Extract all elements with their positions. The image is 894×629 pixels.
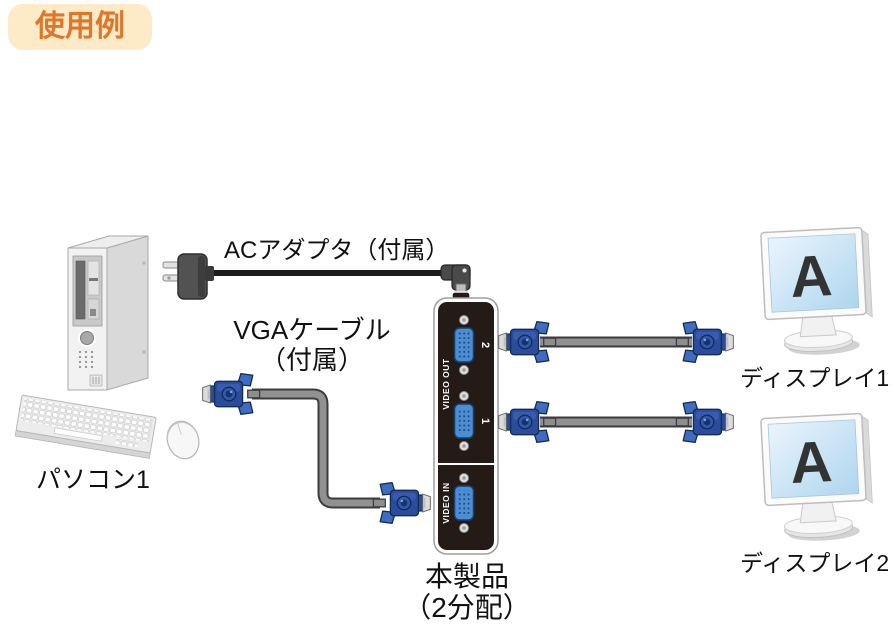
vga-cable-to-display-1 xyxy=(498,320,734,364)
speaker-grill xyxy=(78,350,94,369)
product-label: 本製品 （2分配） xyxy=(392,561,542,624)
display-1: A xyxy=(760,226,873,355)
vga-cable-label: VGAケーブル （付属） xyxy=(228,315,396,376)
vga-connector-icon xyxy=(675,400,734,444)
vga-cable-to-display-2 xyxy=(498,400,734,444)
vga-connector-icon xyxy=(202,372,261,416)
video-in-label: VIDEO IN xyxy=(441,482,451,523)
pc-label: パソコン1 xyxy=(36,466,150,494)
pc-tower xyxy=(67,235,149,391)
product-label-line1: 本製品 xyxy=(424,561,509,592)
vga-connector-icon xyxy=(498,320,557,364)
display-2-screen-letter: A xyxy=(789,429,834,496)
video-out-port-1 xyxy=(453,391,475,451)
keyboard xyxy=(14,394,157,459)
mouse xyxy=(166,420,200,460)
video-out-port-2 xyxy=(453,315,475,375)
display-1-label: ディスプレイ1 xyxy=(740,365,890,391)
display-1-screen-letter: A xyxy=(789,243,834,310)
display-2-screen xyxy=(767,419,860,499)
ac-adapter-label: ACアダプタ（付属） xyxy=(224,237,450,264)
product-label-line2: （2分配） xyxy=(403,592,531,624)
vga-cable-label-line2: （付属） xyxy=(259,344,364,375)
vga-connector-icon xyxy=(372,481,431,525)
usage-example-badge: 使用例 xyxy=(8,4,152,50)
port-number-1: 1 xyxy=(479,418,491,424)
vga-connector-icon xyxy=(498,400,557,444)
vga-cable-pc-to-splitter xyxy=(202,372,431,525)
video-out-label: VIDEO OUT xyxy=(441,358,451,410)
display-2: A xyxy=(760,412,873,541)
vga-cable-label-line1: VGAケーブル xyxy=(233,315,391,345)
video-in-port xyxy=(453,473,475,533)
display-2-label: ディスプレイ2 xyxy=(740,550,890,576)
display-1-screen xyxy=(767,233,860,313)
vga-splitter-box: VIDEO OUT VIDEO IN 2 1 xyxy=(433,291,499,555)
port-number-2: 2 xyxy=(479,342,491,348)
vga-connector-icon xyxy=(675,320,734,364)
